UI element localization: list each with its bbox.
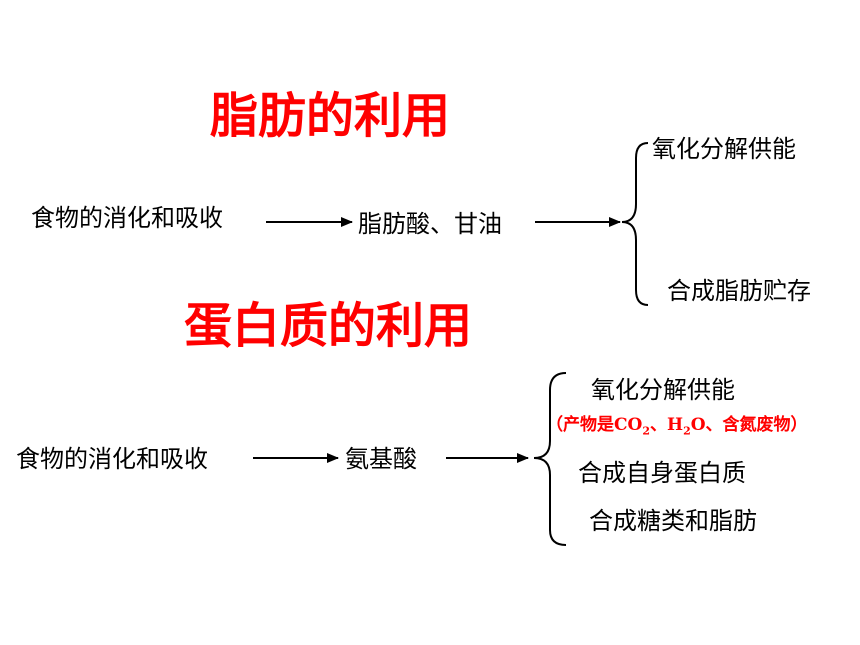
note-co: CO	[614, 415, 643, 435]
protein-oxidation-products-note: （产物是CO2、H2O、含氮废物）	[546, 415, 808, 438]
note-open: （产物是	[546, 415, 614, 435]
protein-intermediate-label: 氨基酸	[345, 445, 417, 473]
note-sep: 、	[650, 415, 667, 435]
protein-outcome-self-protein: 合成自身蛋白质	[578, 459, 746, 487]
fat-brace	[621, 142, 649, 306]
note-rest: 、含氮废物）	[705, 415, 808, 435]
protein-outcome-oxidation: 氧化分解供能	[591, 376, 735, 404]
note-h-sub: 2	[683, 424, 691, 438]
note-co-sub: 2	[642, 424, 650, 438]
fat-source-label: 食物的消化和吸收	[31, 204, 223, 232]
fat-title: 脂肪的利用	[210, 88, 451, 144]
note-o: O	[690, 415, 706, 435]
protein-title: 蛋白质的利用	[184, 298, 473, 354]
protein-brace	[533, 372, 567, 546]
fat-intermediate-label: 脂肪酸、甘油	[358, 210, 502, 238]
note-h: H	[667, 415, 684, 435]
protein-outcome-sugar-fat: 合成糖类和脂肪	[589, 507, 757, 535]
fat-outcome-storage: 合成脂肪贮存	[667, 277, 811, 305]
protein-source-label: 食物的消化和吸收	[16, 445, 208, 473]
fat-outcome-oxidation: 氧化分解供能	[652, 135, 796, 163]
